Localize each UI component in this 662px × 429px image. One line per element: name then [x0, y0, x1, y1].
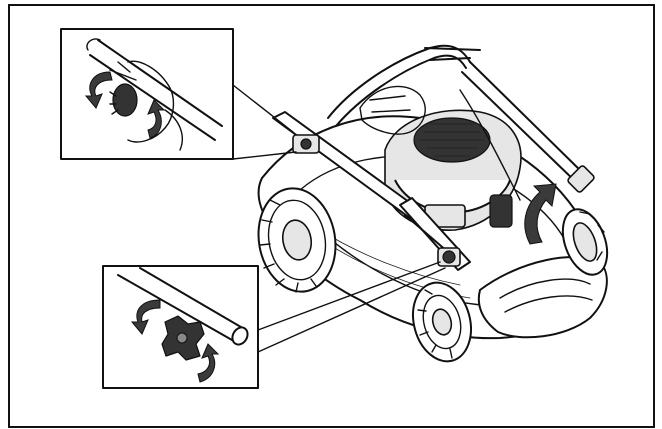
lower-knob-on-mower: [442, 250, 456, 264]
handle-crossbar: [424, 47, 481, 51]
upper-knob-on-mower: [300, 138, 312, 150]
rotate-up-arrow-upper: [147, 99, 166, 139]
front-right-wheel: [561, 208, 609, 276]
figure-frame: [8, 4, 655, 428]
fuel-cap: [489, 194, 513, 228]
handle-end-grip: [567, 165, 595, 193]
callout-upper-detail: [60, 28, 297, 160]
rear-left-wheel: [257, 187, 337, 293]
fold-direction-arrow: [524, 183, 557, 245]
upper-callout-knob: [112, 83, 138, 117]
callout-lower-detail: [102, 261, 446, 389]
rotate-down-arrow-upper: [84, 71, 113, 109]
lawnmower: [257, 44, 609, 363]
front-left-wheel: [412, 281, 472, 363]
rear-skirt: [477, 256, 608, 339]
upper-handle-right: [469, 61, 586, 176]
rotate-down-arrow-lower: [130, 299, 161, 335]
rotate-up-arrow-lower: [197, 343, 220, 383]
